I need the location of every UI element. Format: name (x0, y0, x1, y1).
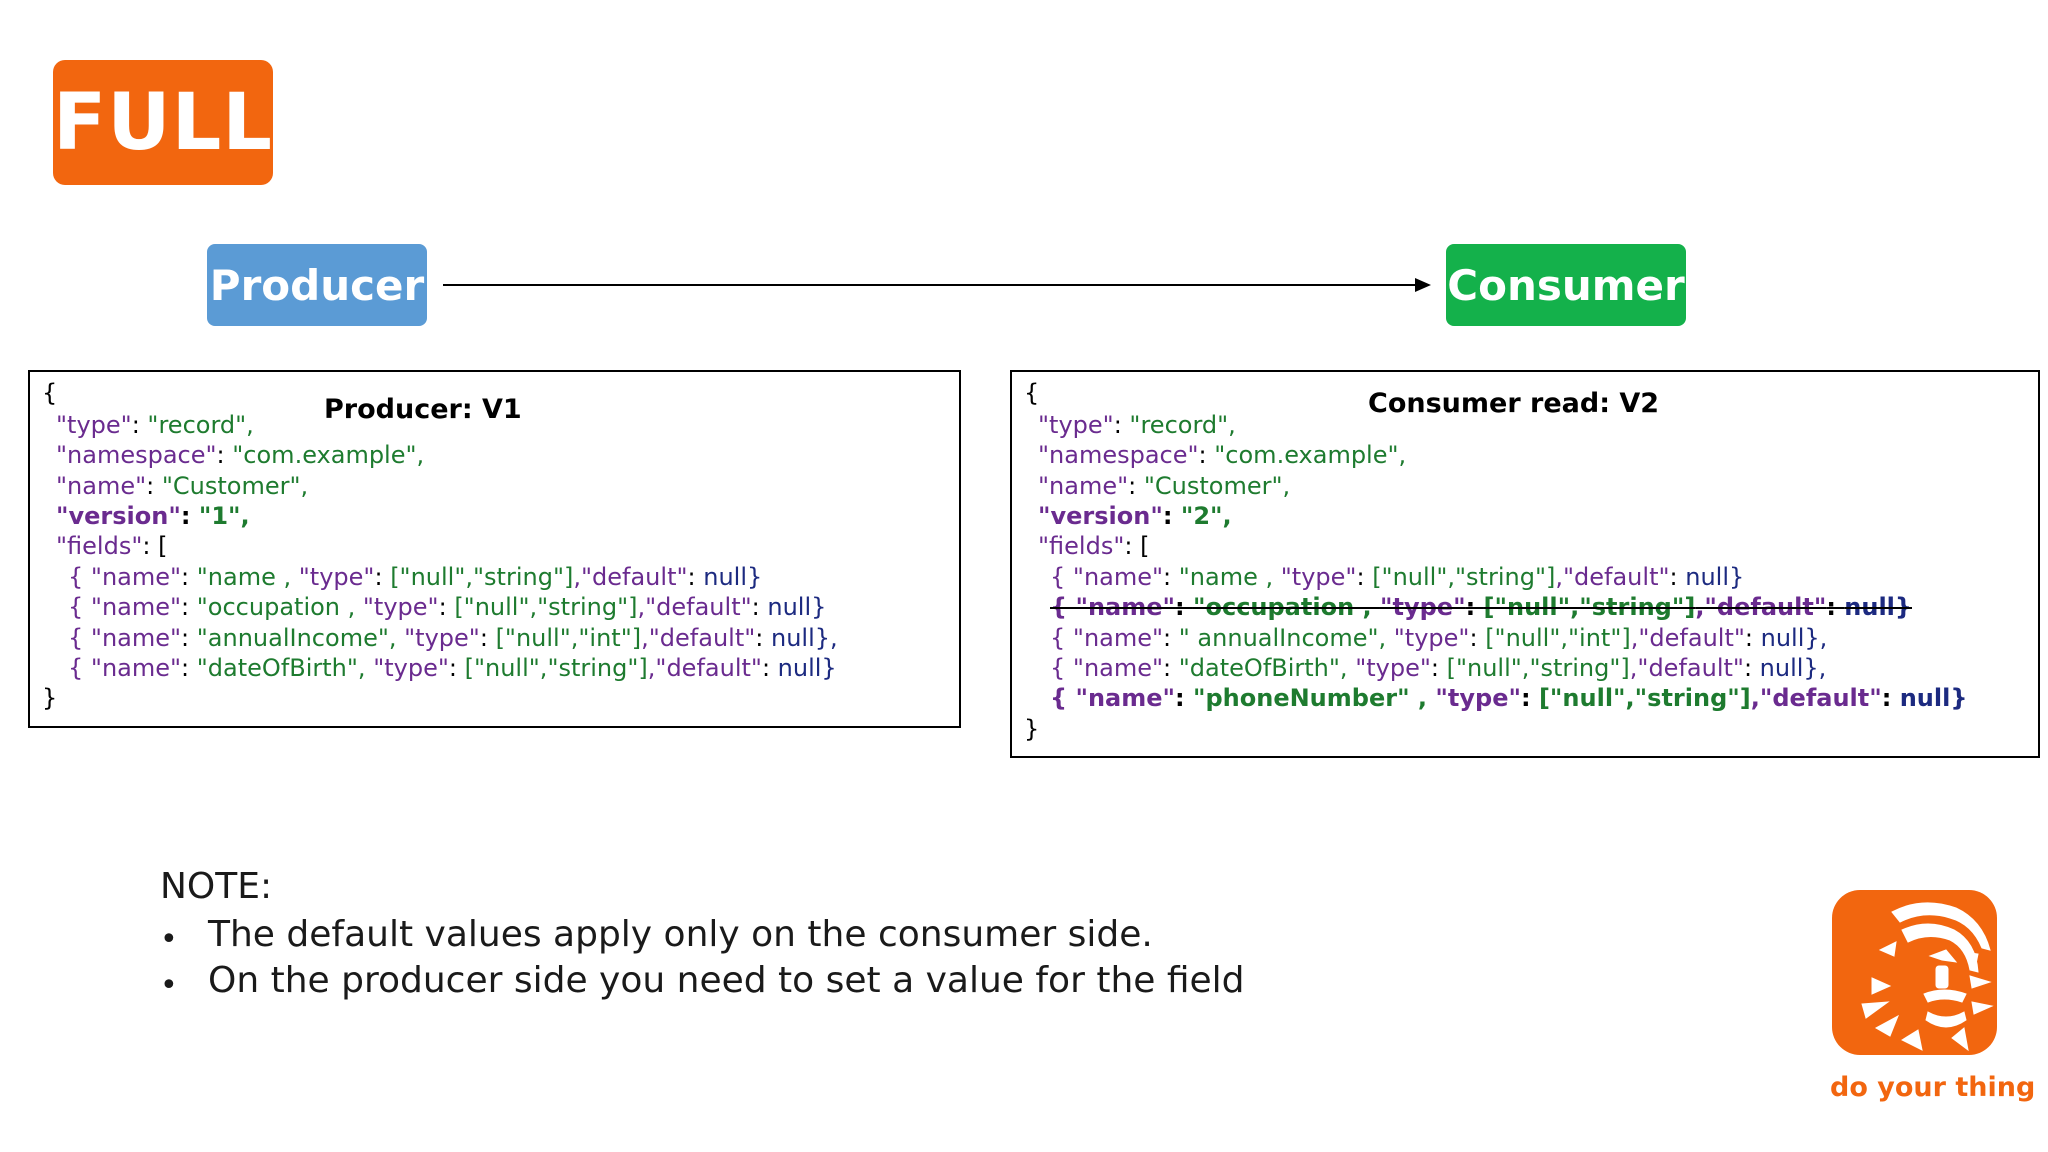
schema-name-line: "name": "Customer", (1038, 472, 1291, 500)
field-phonenumber-added-line: { "name": "phoneNumber" , "type": ["null… (1050, 684, 1968, 712)
producer-schema-box: Producer: V1 { "type": "record", "namesp… (28, 370, 961, 728)
field-dateofbirth-line: { "name": "dateOfBirth", "type": ["null"… (1050, 654, 1827, 682)
consumer-schema-box: Consumer read: V2 { "type": "record", "n… (1010, 370, 2040, 758)
schema-version-line: "version": "2", (1038, 502, 1232, 530)
schema-version-line: "version": "1", (56, 502, 250, 530)
consumer-schema-title: Consumer read: V2 (1368, 388, 1660, 419)
note-heading: NOTE: (160, 866, 273, 907)
field-occupation-removed-line: { "name": "occupation , "type": ["null",… (1050, 593, 1912, 621)
schema-type-line: "type": "record", (1038, 411, 1236, 439)
field-name-line: { "name": "name , "type": ["null","strin… (1050, 563, 1745, 591)
field-annualincome-line: { "name": "annualIncome", "type": ["null… (68, 624, 838, 652)
field-annualincome-line: { "name": " annualIncome", "type": ["nul… (1050, 624, 1828, 652)
schema-namespace-line: "namespace": "com.example", (56, 441, 425, 469)
full-badge: FULL (53, 60, 273, 185)
producer-schema-title: Producer: V1 (324, 394, 522, 425)
note-item-2: On the producer side you need to set a v… (208, 960, 1245, 1001)
field-occupation-line: { "name": "occupation , "type": ["null",… (68, 593, 827, 621)
note-bullet-1: • (160, 922, 178, 957)
schema-fields-line: "fields": [ (1038, 532, 1150, 560)
schema-close-brace: } (42, 684, 58, 712)
schema-open-brace: { (1024, 379, 1040, 407)
schema-open-brace: { (42, 379, 58, 407)
schema-namespace-line: "namespace": "com.example", (1038, 441, 1407, 469)
flow-arrow (443, 278, 1431, 292)
producer-label: Producer (207, 244, 427, 326)
schema-fields-line: "fields": [ (56, 532, 168, 560)
field-dateofbirth-line: { "name": "dateOfBirth", "type": ["null"… (68, 654, 837, 682)
note-bullet-2: • (160, 968, 178, 1003)
schema-name-line: "name": "Customer", (56, 472, 309, 500)
lion-icon (1861, 902, 1994, 1052)
schema-close-brace: } (1024, 715, 1040, 743)
consumer-label: Consumer (1446, 244, 1686, 326)
tagline: do your thing (1830, 1072, 2036, 1103)
note-item-1: The default values apply only on the con… (208, 914, 1153, 955)
lion-logo-icon (1832, 890, 1997, 1055)
schema-type-line: "type": "record", (56, 411, 254, 439)
field-name-line: { "name": "name , "type": ["null","strin… (68, 563, 763, 591)
